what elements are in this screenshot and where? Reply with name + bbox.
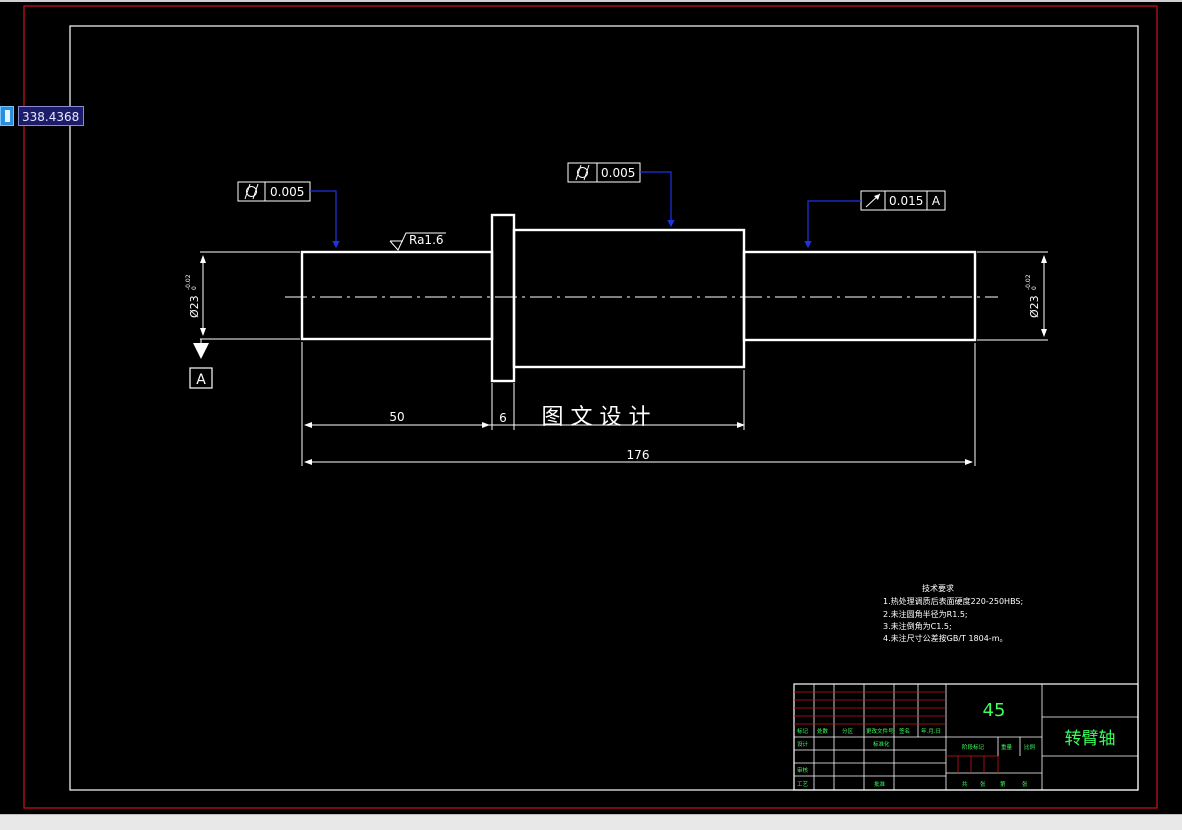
right-tol-lower: 0 xyxy=(1031,286,1038,290)
surface-finish-text: Ra1.6 xyxy=(409,233,444,247)
drawing-frame xyxy=(69,25,1139,791)
tb-sheet-3: 第 xyxy=(1000,780,1006,788)
tb-header-2: 处数 xyxy=(817,727,829,735)
tb-material: 45 xyxy=(983,700,1006,721)
tb-header-3: 分区 xyxy=(842,727,854,735)
left-diameter-text: Ø23 xyxy=(188,295,201,318)
tb-header-6: 年.月.日 xyxy=(921,727,941,735)
gdt-right-datum: A xyxy=(932,194,941,208)
technical-requirements: 技术要求 1.热处理调质后表面硬度220-250HBS; 2.未注圆角半径为R1… xyxy=(883,583,1023,643)
tech-req-heading: 技术要求 xyxy=(922,583,954,593)
tb-scale-label: 比例 xyxy=(1024,743,1036,751)
tb-weight-label: 重量 xyxy=(1001,743,1013,751)
tb-sheet-2: 张 xyxy=(980,780,986,788)
surface-finish-symbol: Ra1.6 xyxy=(389,232,446,251)
tb-header-4: 更改文件号 xyxy=(866,727,894,735)
status-strip xyxy=(0,814,1182,830)
tech-req-item-3: 3.未注倒角为C1.5; xyxy=(883,621,952,631)
cylindricity-icon xyxy=(575,164,590,181)
tb-design-label: 设计 xyxy=(797,740,809,748)
coordinate-input-icon[interactable] xyxy=(0,106,14,126)
gdt-left-value: 0.005 xyxy=(270,185,304,199)
shaft-right-section xyxy=(742,250,977,342)
gdt-right-value: 0.015 xyxy=(889,194,923,208)
tb-sheet-4: 张 xyxy=(1022,780,1028,788)
tb-process-label: 工艺 xyxy=(797,781,809,788)
gdt-left-cylindricity: 0.005 xyxy=(237,181,340,249)
right-tol-upper: -0.02 xyxy=(1025,274,1032,290)
tb-header-5: 签名 xyxy=(899,727,910,735)
tb-review-label: 审核 xyxy=(797,766,809,774)
coordinate-readout[interactable]: 338.4368 xyxy=(18,106,84,126)
runout-arrow-icon xyxy=(865,193,881,208)
dim-50-text: 50 xyxy=(389,410,404,424)
tb-sheet-1: 共 xyxy=(962,780,968,788)
dim-6-text: 6 xyxy=(499,411,507,425)
drawing-watermark-title: 图 文 设 计 xyxy=(542,405,651,430)
tb-header-1: 标记 xyxy=(797,727,809,735)
cylindricity-icon xyxy=(244,183,259,200)
tb-stage-mark-label: 阶段标记 xyxy=(962,743,985,751)
shaft-left-section xyxy=(300,250,494,341)
shaft-outline xyxy=(300,213,977,383)
tb-approve-label: 批准 xyxy=(874,780,886,788)
datum-a-label: A xyxy=(196,372,206,388)
tb-standardize-label: 标准化 xyxy=(873,740,890,748)
right-diameter-text: Ø23 xyxy=(1028,295,1041,318)
gdt-center-value: 0.005 xyxy=(601,166,635,180)
gdt-center-cylindricity: 0.005 xyxy=(567,162,675,228)
left-tol-upper: -0.02 xyxy=(185,274,192,290)
length-dimensions: 50 6 176 xyxy=(301,342,976,466)
shaft-flange xyxy=(490,213,516,383)
dim-176-text: 176 xyxy=(627,448,650,462)
tech-req-item-1: 1.热处理调质后表面硬度220-250HBS; xyxy=(883,596,1023,606)
gdt-right-runout: 0.015 A xyxy=(804,190,946,249)
right-diameter-dimension: Ø23 -0.02 0 xyxy=(977,251,1048,341)
shaft-center-section xyxy=(512,228,746,369)
sheet-outer-border xyxy=(23,5,1158,809)
left-tol-lower: 0 xyxy=(191,286,198,290)
datum-a-symbol: A xyxy=(189,339,213,389)
left-diameter-dimension: Ø23 -0.02 0 xyxy=(185,251,300,340)
tb-part-name: 转臂轴 xyxy=(1065,729,1116,749)
tech-req-item-2: 2.未注圆角半径为R1.5; xyxy=(883,609,968,619)
title-block: 标记 处数 分区 更改文件号 签名 年.月.日 设计 标准化 审核 工艺 批准 … xyxy=(793,683,1139,791)
tech-req-item-4: 4.未注尺寸公差按GB/T 1804-m。 xyxy=(883,633,1007,643)
